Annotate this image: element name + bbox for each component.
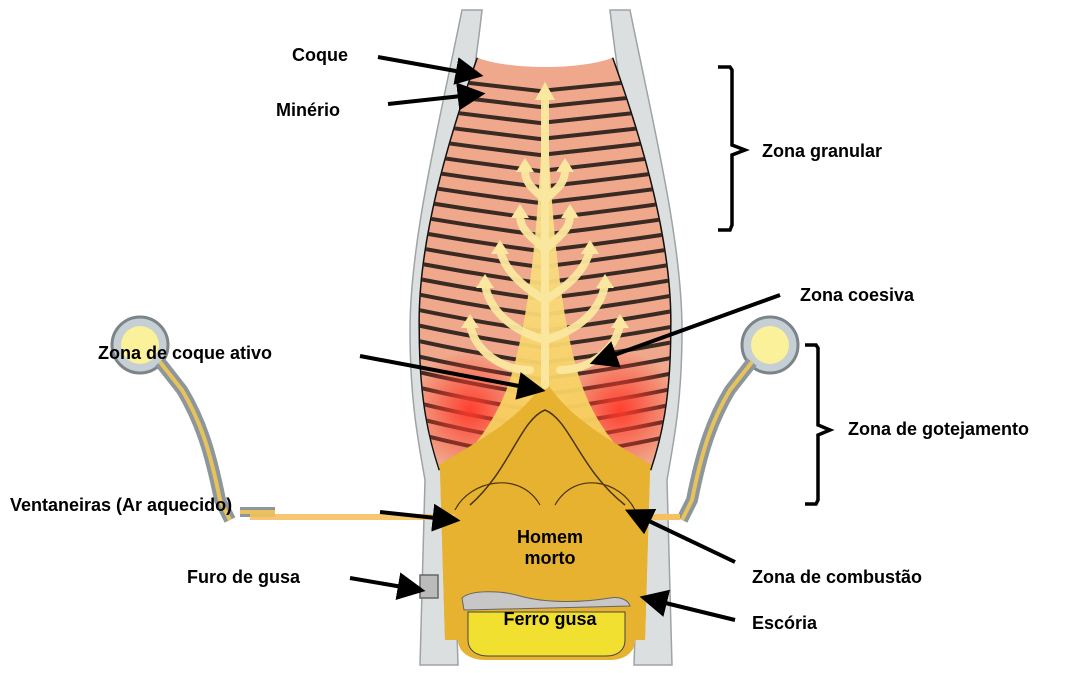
label-zona-gotejamento: Zona de gotejamento <box>848 420 1029 438</box>
label-zona-combustao: Zona de combustão <box>752 568 922 586</box>
label-zona-coesiva: Zona coesiva <box>800 286 914 304</box>
label-zona-granular: Zona granular <box>762 142 882 160</box>
tap-hole <box>420 575 438 598</box>
tuyere-right <box>682 317 798 520</box>
bracket-zona-granular <box>718 67 745 230</box>
label-homem: Homem <box>490 527 610 548</box>
label-minerio: Minério <box>276 101 340 119</box>
label-ventaneiras: Ventaneiras (Ar aquecido) <box>10 496 232 514</box>
label-ferro-gusa: Ferro gusa <box>470 609 630 630</box>
label-zona-coque-ativo: Zona de coque ativo <box>98 344 272 362</box>
label-homem-morto: Homem morto <box>490 527 610 568</box>
label-coque: Coque <box>292 46 348 64</box>
bracket-zona-gotejamento <box>805 345 830 504</box>
label-escoria: Escória <box>752 614 817 632</box>
label-furo-gusa: Furo de gusa <box>187 568 300 586</box>
label-morto: morto <box>490 548 610 569</box>
